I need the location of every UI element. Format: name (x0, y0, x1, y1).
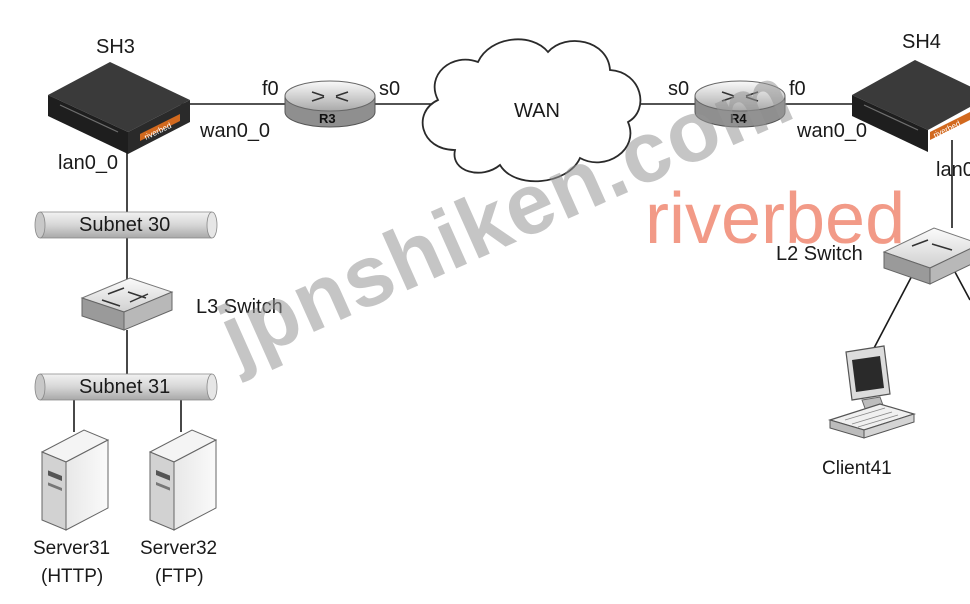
wan0-0-right-label: wan0_0 (796, 120, 867, 142)
link-l2switch-right (954, 271, 970, 301)
server32-label: Server32 (140, 538, 217, 559)
subnet30-label: Subnet 30 (79, 214, 170, 236)
keyboard-keys-icon (844, 407, 899, 428)
sh4-label: SH4 (902, 31, 941, 53)
r3-arrows-icon (311, 91, 349, 102)
s0-left-label: s0 (379, 78, 400, 100)
l3-switch-arrows-icon (101, 287, 149, 307)
r4-arrows-icon (721, 91, 759, 102)
l2-switch-label: L2 Switch (776, 243, 863, 265)
subnet31-label: Subnet 31 (79, 376, 170, 398)
l3-switch[interactable] (80, 277, 174, 331)
server31-proto-label: (HTTP) (41, 566, 103, 587)
subnet30-segment: Subnet 30 (34, 211, 218, 239)
s0-right-label: s0 (668, 78, 689, 100)
r4-router[interactable]: R4 (694, 80, 786, 128)
server32-proto-label: (FTP) (155, 566, 204, 587)
l2-switch[interactable] (882, 227, 970, 285)
sh3-appliance[interactable]: riverbed (48, 62, 190, 154)
wan0-0-left-label: wan0_0 (199, 120, 270, 142)
r4-label: R4 (730, 111, 747, 126)
wan-cloud: WAN (421, 38, 642, 183)
f0-left-label: f0 (262, 78, 279, 100)
wan-label: WAN (514, 100, 560, 122)
server32[interactable] (148, 429, 218, 531)
client41-label: Client41 (822, 458, 892, 479)
l3-switch-label: L3 Switch (196, 296, 283, 318)
server31-label: Server31 (33, 538, 110, 559)
link-l2switch-client41 (872, 269, 916, 351)
sh3-label: SH3 (96, 36, 135, 58)
l2-switch-arrows-icon (911, 239, 953, 251)
links (73, 103, 970, 432)
r3-router[interactable]: R3 (284, 80, 376, 128)
sh4-appliance[interactable]: riverbed (852, 60, 970, 152)
f0-right-label: f0 (789, 78, 806, 100)
server31[interactable] (40, 429, 110, 531)
lan0-0-left-label: lan0_0 (58, 152, 118, 174)
subnet31-segment: Subnet 31 (34, 373, 218, 401)
client41[interactable] (827, 345, 917, 439)
r3-label: R3 (319, 111, 336, 126)
lan0-right-label: lan0 (936, 159, 970, 181)
